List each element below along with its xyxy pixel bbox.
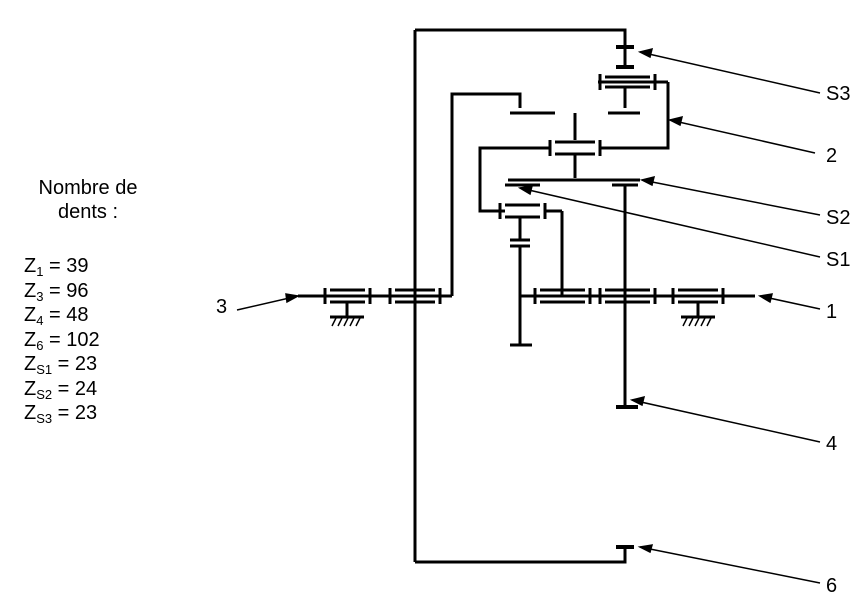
shaft-3 (298, 288, 452, 327)
legend-title-line1: Nombre de (38, 177, 138, 199)
satellite-s1 (498, 203, 564, 347)
satellite-s3 (598, 45, 668, 115)
carrier-2 (478, 82, 670, 213)
legend-title-line2: dents : (57, 201, 119, 223)
label-part-4: 4 (826, 433, 838, 455)
teeth-row: Z1 = 39 (24, 255, 89, 279)
label-part-3: 3 (216, 296, 228, 318)
teeth-legend: Nombre de dents : Z1 = 39 Z3 = 96 Z4 = 4… (24, 176, 152, 426)
gear-4 (616, 185, 638, 409)
satellite-s2 (505, 178, 640, 187)
shaft-1 (520, 288, 755, 327)
teeth-list: Z1 = 39 Z3 = 96 Z4 = 48 Z6 = 102 ZS1 = 2… (24, 254, 152, 426)
leader-arrows (236, 47, 821, 584)
teeth-row: Z4 = 48 (24, 304, 89, 328)
teeth-row: ZS3 = 23 (24, 402, 98, 426)
label-s3: S3 (826, 83, 851, 105)
teeth-row: Z3 = 96 (24, 279, 89, 304)
carrier-arm (450, 92, 555, 296)
teeth-row: Z6 = 102 (24, 328, 100, 353)
teeth-row: ZS2 = 24 (24, 377, 98, 402)
teeth-row: ZS1 = 23 (24, 353, 98, 377)
label-s1: S1 (826, 249, 851, 271)
label-part-1: 1 (826, 301, 838, 323)
label-part-2: 2 (826, 145, 838, 167)
label-s2: S2 (826, 207, 851, 229)
label-part-6: 6 (826, 575, 838, 597)
